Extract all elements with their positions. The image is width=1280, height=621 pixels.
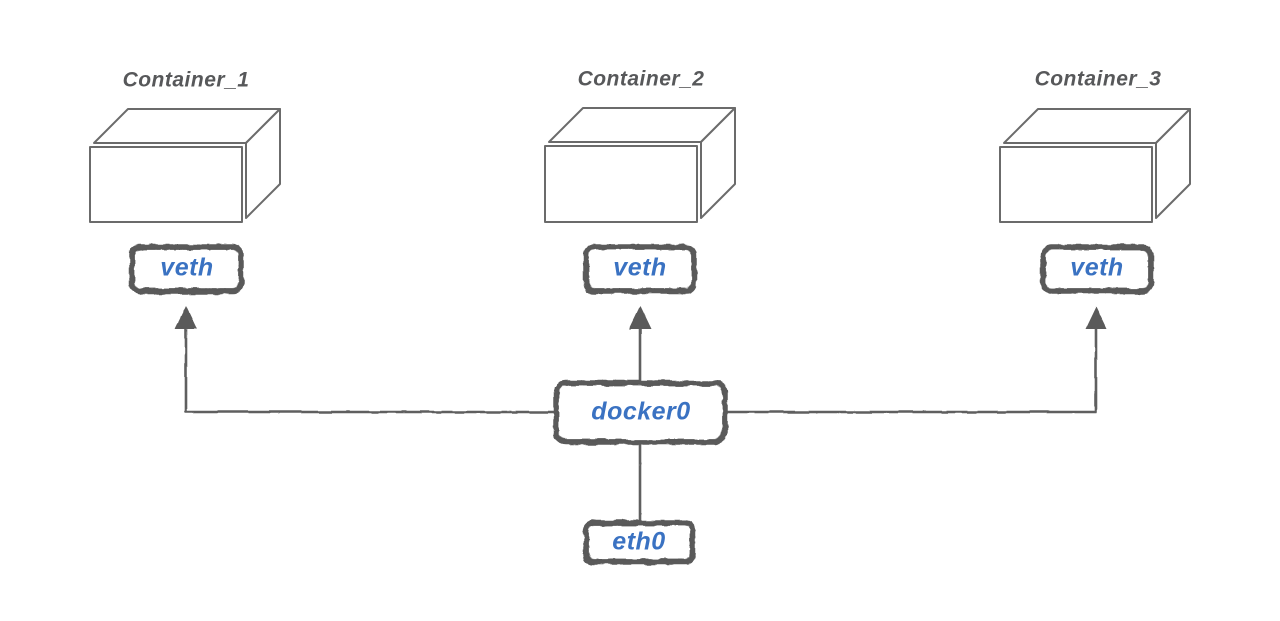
container-2-box-side-face <box>700 107 736 219</box>
veth-3-box <box>1040 244 1154 294</box>
connector-docker0-to-veth1 <box>184 327 557 414</box>
veth-1-label: veth <box>160 253 214 282</box>
container-3-box-side-face <box>1155 108 1191 219</box>
container-3-title: Container_3 <box>1034 67 1162 91</box>
container-1-box-3d <box>89 108 281 223</box>
container-1-title: Container_1 <box>122 68 250 92</box>
docker0-label: docker0 <box>591 397 691 426</box>
container-cubes-layer <box>89 107 1191 223</box>
veth-3-label: veth <box>1070 253 1124 282</box>
container-1-box-front-face <box>89 146 243 223</box>
arrowhead-up-veth1-icon <box>175 306 197 329</box>
connectors-layer <box>175 306 1107 523</box>
arrowhead-up-veth2-icon <box>629 306 651 329</box>
connector-docker0-to-veth3 <box>724 327 1098 414</box>
docker0-box <box>553 380 728 445</box>
veth-2-box <box>583 244 697 294</box>
container-3-box-3d <box>999 108 1191 223</box>
container-3-box-front-face <box>999 146 1153 223</box>
container-2-box-3d <box>544 107 736 223</box>
eth0-label: eth0 <box>612 527 666 556</box>
container-2-title: Container_2 <box>577 67 705 91</box>
eth0-box <box>583 520 696 565</box>
arrowhead-up-veth3-icon <box>1085 306 1107 329</box>
container-2-box-front-face <box>544 145 698 223</box>
sketch-boxes-layer <box>129 244 1154 565</box>
veth-2-label: veth <box>613 253 667 282</box>
container-1-box-side-face <box>245 108 281 219</box>
veth-1-box <box>129 244 244 294</box>
